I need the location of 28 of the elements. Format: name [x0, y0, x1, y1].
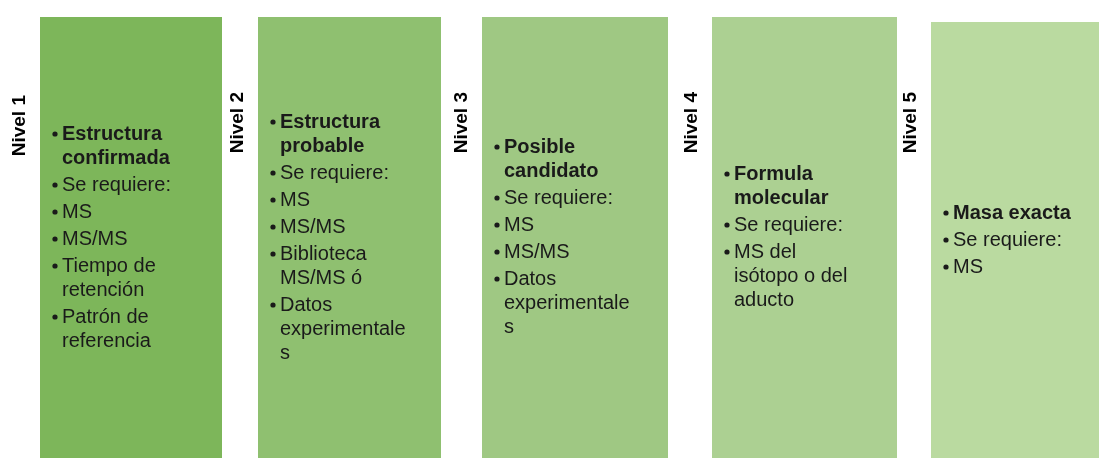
requirement-item: Tiempo de retención: [52, 252, 188, 301]
requirement-item: MS: [270, 186, 407, 211]
requirement-item: MS: [52, 198, 188, 223]
level-heading: Formula molecular: [724, 161, 863, 209]
level-label: Nivel 1: [8, 95, 30, 157]
level-label: Nivel 2: [226, 92, 248, 154]
level-heading: Posible candidato: [494, 134, 634, 182]
requirement-item: MS/MS: [270, 213, 407, 238]
level-label: Nivel 4: [680, 92, 702, 154]
requirement-item: Se requiere:: [724, 212, 863, 236]
requirement-item: MS/MS: [52, 225, 188, 250]
requirement-item: Biblioteca MS/MS ó: [270, 240, 407, 289]
requirement-item: Se requiere:: [270, 159, 407, 184]
level-label: Nivel 5: [899, 92, 921, 154]
requirement-item: MS: [943, 253, 1095, 278]
requirement-item: MS/MS: [494, 239, 634, 263]
level-heading: Estructura probable: [270, 108, 407, 157]
level-label: Nivel 3: [450, 92, 472, 154]
level-heading: Estructura confirmada: [52, 120, 188, 169]
requirement-item: MS: [494, 212, 634, 236]
requirement-item: Se requiere:: [943, 226, 1095, 251]
requirement-item: Patrón de referencia: [52, 303, 188, 352]
level-heading: Masa exacta: [943, 199, 1095, 224]
requirement-item: Se requiere:: [52, 171, 188, 196]
requirement-item: Datos experimentales: [270, 291, 407, 364]
requirement-item: MS del isótopo o del aducto: [724, 239, 863, 311]
requirement-item: Datos experimentales: [494, 266, 634, 338]
requirement-item: Se requiere:: [494, 185, 634, 209]
